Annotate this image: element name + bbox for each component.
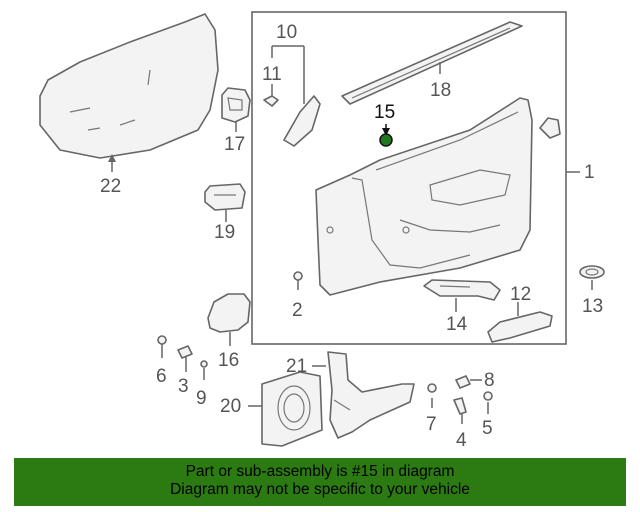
part-14-handle: [423, 279, 501, 312]
part-16-cover: [207, 293, 251, 346]
part-20-speaker-cover: [248, 371, 323, 447]
part-handle-bracket: [539, 117, 561, 139]
callout-21: 21: [286, 356, 307, 377]
part-2-screw: [293, 271, 303, 290]
banner-line-1: Part or sub-assembly is #15 in diagram: [185, 463, 455, 480]
part-fasteners-left: [157, 335, 208, 380]
callout-19: 19: [214, 222, 235, 243]
part-21-bracket: [312, 351, 415, 439]
callout-18: 18: [430, 80, 451, 101]
part-17-switch: [221, 87, 251, 132]
callout-13: 13: [582, 296, 603, 317]
part-10-11-callout: [263, 45, 321, 147]
callout-16: 16: [218, 350, 239, 371]
callout-7: 7: [426, 414, 437, 435]
callout-10: 10: [276, 22, 297, 43]
part-15-clip: [379, 124, 393, 147]
part-22-insulator: [39, 13, 219, 172]
callout-11: 11: [262, 64, 282, 85]
part-1-door-panel: [315, 97, 533, 296]
callout-14: 14: [446, 314, 468, 335]
callout-17: 17: [224, 134, 245, 155]
callout-9: 9: [196, 388, 207, 409]
part-12-pull-cup: [487, 302, 553, 343]
callout-6: 6: [156, 366, 167, 387]
part-fasteners-right: [427, 375, 493, 424]
parts-diagram: 10 11 15 18 17 1 22 19 2 12 13 14 16 21 …: [39, 11, 605, 451]
part-13-grommet: [579, 265, 605, 290]
assembly-frame: [251, 11, 567, 345]
callout-2: 2: [292, 300, 303, 321]
callout-15: 15: [374, 102, 395, 123]
banner-line-2: Diagram may not be specific to your vehi…: [170, 481, 470, 498]
callout-4: 4: [456, 430, 467, 451]
callout-8: 8: [484, 370, 495, 391]
callout-22: 22: [100, 176, 121, 197]
part-19-bracket: [204, 183, 246, 222]
callout-5: 5: [482, 418, 493, 439]
callout-12: 12: [510, 284, 531, 305]
callout-1: 1: [584, 162, 595, 183]
info-banner: Part or sub-assembly is #15 in diagram D…: [14, 458, 626, 506]
callout-3: 3: [178, 376, 189, 397]
callout-20: 20: [220, 396, 241, 417]
part-18-molding: [341, 21, 523, 105]
